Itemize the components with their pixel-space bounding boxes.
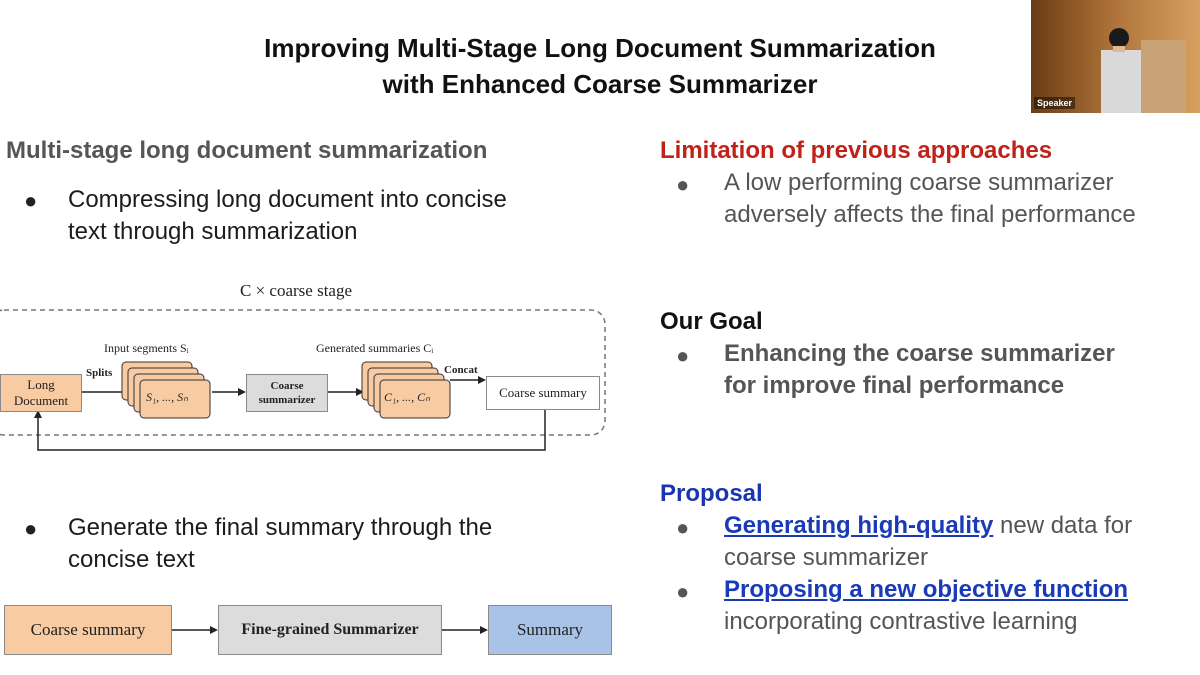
- concat-label: Concat: [444, 364, 478, 376]
- speaker-video-image: [1031, 0, 1200, 113]
- pipeline-coarse-summary-box: Coarse summary: [4, 605, 172, 655]
- left-bullet-2-line2: concise text: [68, 546, 195, 573]
- proposal-heading: Proposal: [660, 480, 763, 507]
- coarse-summary-output-box: Coarse summary: [486, 376, 600, 410]
- bullet-dot: ●: [24, 516, 38, 541]
- slide-title: Improving Multi-Stage Long Document Summ…: [0, 30, 1200, 102]
- splits-label: Splits: [86, 367, 113, 379]
- coarse-stage-diagram: [0, 309, 606, 451]
- left-bullet-2-line1: Generate the final summary through the: [68, 514, 493, 541]
- pipeline-fine-grained-box: Fine-grained Summarizer: [218, 605, 442, 655]
- bullet-dot: ●: [676, 579, 690, 604]
- feedback-loop-arrow: [37, 410, 546, 451]
- final-pipeline-arrows: [170, 626, 488, 634]
- goal-heading: Our Goal: [660, 308, 763, 335]
- arrowhead: [478, 376, 486, 384]
- summaries-text: C₁, ..., Cₙ: [384, 390, 430, 404]
- slide-title-line1: Improving Multi-Stage Long Document Summ…: [264, 33, 936, 63]
- goal-line2: for improve final performance: [724, 372, 1065, 399]
- proposal-item-2-line2: incorporating contrastive learning: [724, 608, 1078, 635]
- speaker-label: Speaker: [1034, 97, 1076, 109]
- bullet-dot: ●: [676, 172, 690, 197]
- limitation-line1: A low performing coarse summarizer: [724, 169, 1114, 196]
- left-section-heading: Multi-stage long document summarization: [6, 137, 488, 164]
- pipeline-summary-box: Summary: [488, 605, 612, 655]
- left-bullet-1-line1: Compressing long document into concise: [68, 186, 507, 213]
- slide-title-line2: with Enhanced Coarse Summarizer: [382, 69, 818, 99]
- limitation-heading: Limitation of previous approaches: [660, 137, 1053, 164]
- proposal-item-1-rest: new data for: [993, 512, 1133, 539]
- proposal-item-1: Generating high-quality new data for coa…: [724, 510, 1132, 574]
- long-document-line2: Document: [13, 393, 69, 408]
- coarse-summarizer-line1: Coarse: [270, 380, 304, 392]
- new-objective-function-link[interactable]: Proposing a new objective function: [724, 576, 1129, 603]
- long-document-line1: Long: [27, 377, 55, 392]
- bullet-dot: ●: [676, 343, 690, 368]
- generated-summaries-label: Generated summaries Cᵢ: [316, 341, 434, 355]
- coarse-stage-container: [0, 309, 606, 436]
- left-bullet-1: Compressing long document into concise t…: [68, 184, 507, 248]
- coarse-summarizer-box: Coarse summarizer: [246, 374, 328, 412]
- segments-text: S₁, ..., Sₙ: [146, 390, 188, 404]
- arrowhead: [34, 410, 42, 418]
- proposal-item-2: Proposing a new objective function incor…: [724, 574, 1128, 638]
- arrowhead: [210, 626, 218, 634]
- left-bullet-1-line2: text through summarization: [68, 218, 358, 245]
- arrowhead: [480, 626, 488, 634]
- limitation-bullet: A low performing coarse summarizer adver…: [724, 167, 1136, 231]
- bullet-dot: ●: [676, 515, 690, 540]
- arrowhead: [356, 388, 364, 396]
- arrowhead: [238, 388, 246, 396]
- coarse-summarizer-line2: summarizer: [258, 394, 316, 406]
- coarse-stage-label: C × coarse stage: [240, 281, 353, 300]
- speaker-video: Speaker: [1031, 0, 1200, 113]
- proposal-item-1-line2: coarse summarizer: [724, 544, 929, 571]
- limitation-line2: adversely affects the final performance: [724, 201, 1136, 228]
- input-segments-label: Input segments Sᵢ: [104, 341, 189, 355]
- left-bullet-2: Generate the final summary through the c…: [68, 512, 492, 576]
- summary-stack-front: [379, 379, 451, 419]
- segment-stack-front: [139, 379, 211, 419]
- goal-bullet: Enhancing the coarse summarizer for impr…: [724, 338, 1115, 402]
- generating-high-quality-link[interactable]: Generating high-quality: [724, 512, 994, 539]
- goal-line1: Enhancing the coarse summarizer: [724, 340, 1115, 367]
- bullet-dot: ●: [24, 188, 38, 213]
